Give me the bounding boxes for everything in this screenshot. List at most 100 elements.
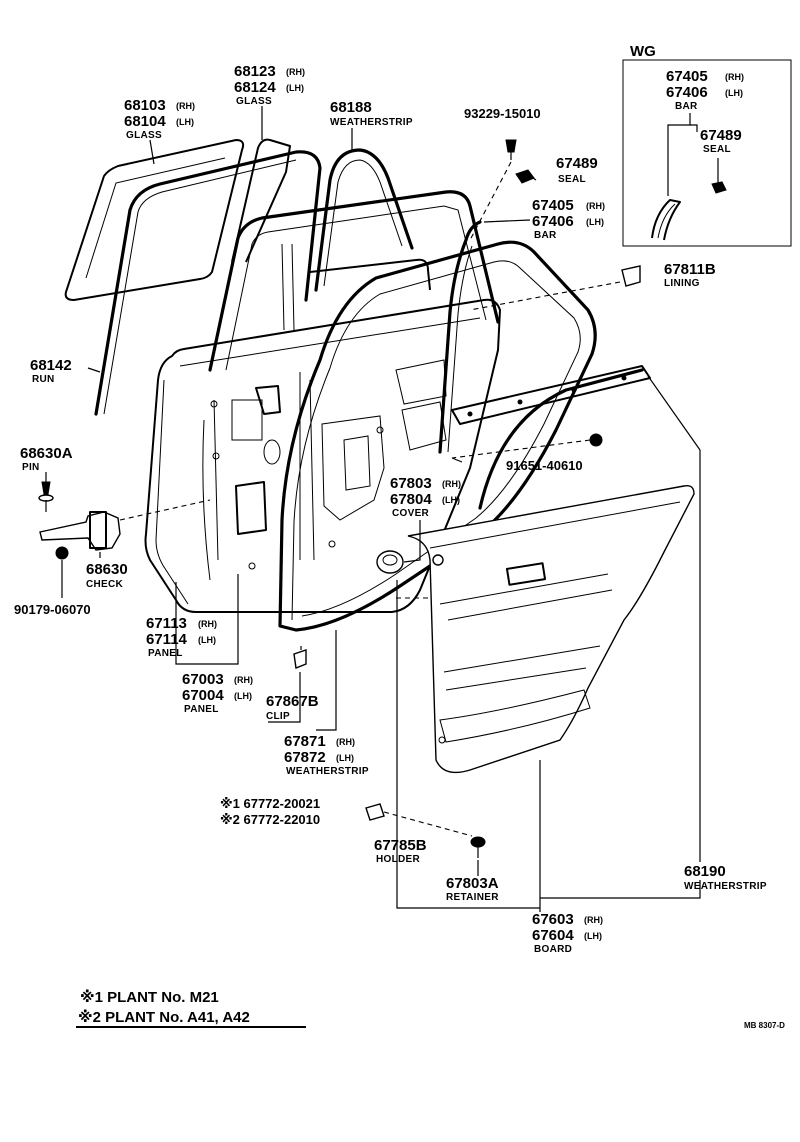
board-67603-shape <box>407 484 695 774</box>
label-67113-name: PANEL <box>148 648 183 659</box>
leader-67405a <box>483 219 531 223</box>
label-67489a-name: SEAL <box>558 174 586 185</box>
label-67003-line2: 67004 <box>182 687 224 704</box>
label-67489b-name: SEAL <box>703 144 731 155</box>
label-67811-name: LINING <box>664 278 700 289</box>
label-67603-sfx1: (RH) <box>584 915 603 925</box>
label-67489a-line1: 67489 <box>556 155 598 172</box>
label-67803A-name: RETAINER <box>446 892 499 903</box>
pin-68630A-shape <box>41 481 51 495</box>
leader-67867 <box>268 672 301 723</box>
label-67867-name: CLIP <box>266 711 290 722</box>
note-plant-2: ※2 PLANT No. A41, A42 <box>78 1008 250 1026</box>
label-68630-name: CHECK <box>86 579 124 590</box>
label-67113-sfx2: (LH) <box>198 635 216 645</box>
label-67871-line1: 67871 <box>284 733 326 750</box>
bar-67405a-inner <box>447 245 473 453</box>
label-67405b-line2: 67406 <box>666 84 708 101</box>
run-68142-shape <box>94 150 322 416</box>
label-67803-sfx2: (LH) <box>442 495 460 505</box>
screw-93229-shape <box>505 139 517 153</box>
label-67003-sfx1: (RH) <box>234 675 253 685</box>
door-panel-opening-1 <box>231 399 263 441</box>
label-67603-line1: 67603 <box>532 911 574 928</box>
wg-inset: WG 67405 (RH) 67406 (LH) BAR 67489 SEAL <box>622 43 792 247</box>
leader-bottom-bracket <box>396 880 540 909</box>
glass-68103-inner <box>85 157 226 279</box>
door-trim-board <box>407 484 695 774</box>
leader-68190-base <box>540 880 701 899</box>
leader-67489b <box>690 124 698 132</box>
weatherstrip-67871-shape <box>278 240 597 632</box>
label-67603-sfx2: (LH) <box>584 931 602 941</box>
nut-90179-shape <box>55 546 69 560</box>
door-panel-opening-5 <box>395 359 447 405</box>
label-67489b-line1: 67489 <box>700 127 742 144</box>
door-window-division <box>309 258 431 291</box>
label-91651-line1: 91651-40610 <box>506 458 583 473</box>
label-67113-line2: 67114 <box>146 631 188 648</box>
label-67603-line2: 67604 <box>532 927 574 944</box>
label-68123-name: GLASS <box>236 96 272 107</box>
label-68190-name: WEATHERSTRIP <box>684 881 767 892</box>
door-panel-opening-2 <box>235 481 267 535</box>
label-68190-line1: 68190 <box>684 863 726 880</box>
door-panel-hole-1 <box>263 439 281 465</box>
label-68123-line1: 68123 <box>234 63 276 80</box>
door-assembly <box>64 138 651 632</box>
label-67803-line1: 67803 <box>390 475 432 492</box>
leader-68103 <box>149 139 155 165</box>
wg-bar-inner <box>657 203 676 239</box>
label-67405a-line1: 67405 <box>532 197 574 214</box>
glass-68103-shape <box>64 139 245 301</box>
wg-inset-title: WG <box>630 43 656 60</box>
door-window-frame-inner <box>225 205 487 371</box>
leader-91651 <box>451 457 463 463</box>
label-67003-line1: 67003 <box>182 671 224 688</box>
label-67871-line2: 67872 <box>284 749 326 766</box>
door-panel-opening-3 <box>321 415 385 521</box>
label-67871-name: WEATHERSTRIP <box>286 766 369 777</box>
leader-68142 <box>87 367 101 373</box>
reference-code: MB 8307-D <box>744 1021 785 1030</box>
leader-67871 <box>316 630 337 731</box>
label-67113-line1: 67113 <box>146 615 187 632</box>
label-67405b-name: BAR <box>675 101 698 112</box>
board-clip-hole-2 <box>438 736 446 744</box>
door-panel-bolt-4 <box>328 540 336 548</box>
label-67803-line2: 67804 <box>390 491 432 508</box>
door-panel-bolt-1 <box>210 400 218 408</box>
door-panel-opening-6 <box>401 401 447 451</box>
dash-67811 <box>469 281 621 311</box>
label-68123-sfx1: (RH) <box>286 67 305 77</box>
plant-notes: ※1 PLANT No. M21 ※2 PLANT No. A41, A42 M… <box>76 988 785 1030</box>
glass-68123-shape <box>231 138 291 263</box>
dash-67772 <box>383 811 473 837</box>
label-67405b-sfx2: (LH) <box>725 88 743 98</box>
label-67405a-name: BAR <box>534 230 557 241</box>
weatherstrip-68190-shape <box>478 368 644 510</box>
label-67113-sfx1: (RH) <box>198 619 217 629</box>
door-panel-rod-3 <box>213 399 219 561</box>
door-panel-bolt-2 <box>212 452 220 460</box>
label-67003-name: PANEL <box>184 704 219 715</box>
label-67003-sfx2: (LH) <box>234 691 252 701</box>
board-clip-hole <box>432 554 444 566</box>
label-67405a-line2: 67406 <box>532 213 574 230</box>
clip-67867-shape <box>293 649 307 669</box>
label-67405b-line1: 67405 <box>666 68 708 85</box>
label-67405a-sfx1: (RH) <box>586 201 605 211</box>
label-68188-name: WEATHERSTRIP <box>330 117 413 128</box>
door-belt-line <box>179 317 481 367</box>
board-handle-recess <box>505 562 547 586</box>
check-68630-shape <box>39 511 121 551</box>
door-panel-rod-2 <box>309 379 315 561</box>
label-67803-sfx1: (RH) <box>442 479 461 489</box>
door-frame-post-2 <box>291 243 295 331</box>
weatherstrip-68190-hole-3 <box>571 387 577 393</box>
cup-67772-shape <box>365 803 385 821</box>
bolt-91651-shape <box>589 433 603 447</box>
label-68123-line2: 68124 <box>234 79 276 96</box>
door-panel-rod-4 <box>202 419 211 581</box>
